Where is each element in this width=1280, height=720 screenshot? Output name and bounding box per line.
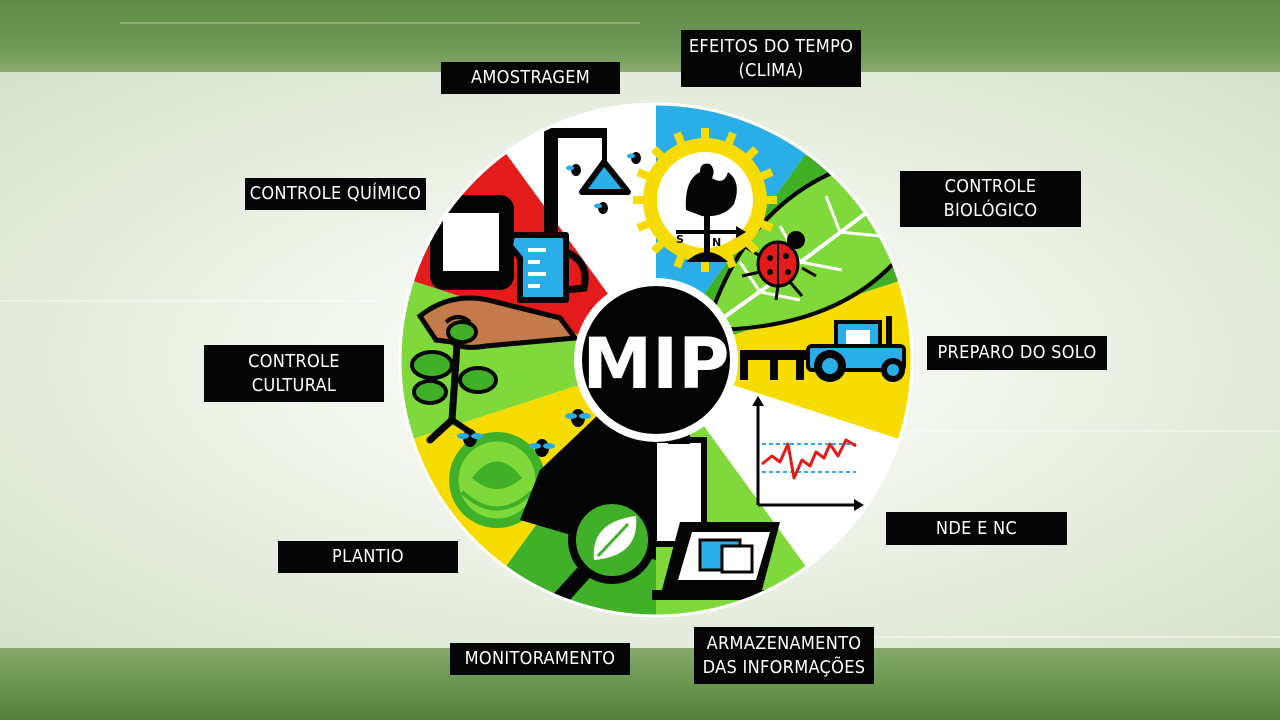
light-streak	[120, 22, 640, 24]
center-hub: MIP	[574, 278, 738, 442]
laptop-icon	[652, 522, 780, 600]
threshold-chart-icon	[752, 396, 864, 511]
chemical-container-icon	[430, 195, 514, 290]
top-band	[0, 0, 1280, 72]
label-controle-biologico: CONTROLE BIOLÓGICO	[900, 171, 1081, 227]
label-efeitos-do-tempo: EFEITOS DO TEMPO (CLIMA)	[681, 30, 861, 87]
light-streak	[900, 430, 1280, 432]
insect-icon	[529, 439, 555, 457]
label-armazenamento: ARMAZENAMENTO DAS INFORMAÇÕES	[694, 627, 874, 684]
ladybug-icon	[741, 231, 817, 301]
light-streak	[0, 300, 380, 302]
label-nde-e-nc: NDE E NC	[886, 512, 1067, 545]
rooster-weather-vane-icon: S N	[676, 163, 746, 262]
insect-icon	[565, 409, 591, 427]
wheel-outline	[398, 102, 914, 618]
label-monitoramento: MONITORAMENTO	[450, 643, 630, 675]
measuring-cup-icon	[507, 232, 589, 303]
label-amostragem: AMOSTRAGEM	[441, 62, 620, 94]
label-preparo-do-solo: PREPARO DO SOLO	[927, 336, 1107, 370]
label-controle-cultural: CONTROLE CULTURAL	[204, 345, 384, 402]
weed-plant-icon	[410, 320, 498, 444]
cabbage-icon	[449, 432, 545, 528]
magnifying-glass-icon	[540, 496, 656, 616]
label-controle-quimico: CONTROLE QUÍMICO	[245, 178, 426, 210]
vane-north-letter: N	[712, 236, 721, 249]
light-streak	[860, 636, 1280, 638]
bottom-band	[0, 648, 1280, 720]
center-title: MIP	[582, 323, 729, 405]
label-plantio: PLANTIO	[278, 541, 458, 573]
vane-south-letter: S	[676, 233, 684, 246]
insect-icon	[457, 429, 483, 447]
tractor-icon	[740, 316, 906, 382]
